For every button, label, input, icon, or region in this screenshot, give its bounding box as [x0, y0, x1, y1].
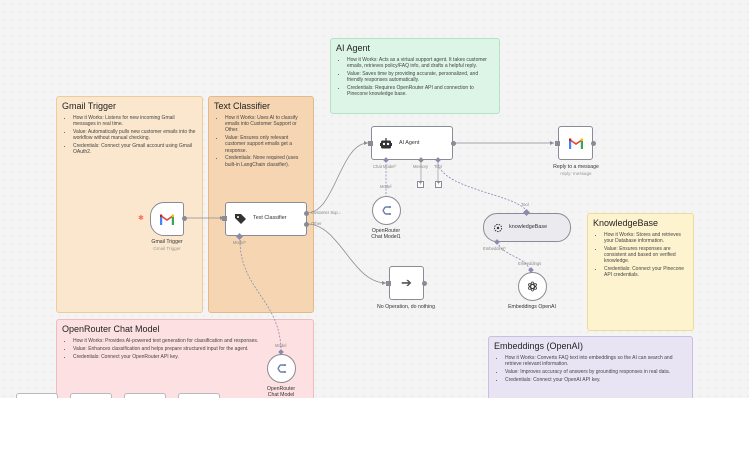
- node-label: Gmail Trigger: [151, 239, 183, 245]
- node-embeddings-openai[interactable]: [518, 272, 547, 301]
- note-item: Credentials: Connect your Pinecone API c…: [604, 266, 688, 278]
- tag-icon: [232, 211, 248, 227]
- node-label: OpenRouter Chat Model: [266, 386, 296, 398]
- openrouter-icon: [268, 355, 295, 382]
- port-label: Memory: [413, 164, 429, 169]
- connection-tool-to-kb: [437, 163, 528, 213]
- toolbar-tab[interactable]: [178, 393, 220, 398]
- port-label: Chat Model*: [373, 164, 397, 169]
- add-memory-button[interactable]: +: [417, 181, 424, 188]
- add-tool-button[interactable]: +: [435, 181, 442, 188]
- node-gmail-trigger[interactable]: [150, 202, 184, 236]
- toolbar-tab[interactable]: [70, 393, 112, 398]
- node-knowledgebase[interactable]: knowledgeBase: [483, 213, 571, 242]
- node-sublabel: reply: message: [560, 171, 592, 176]
- note-item: Credentials: Requires OpenRouter API and…: [347, 85, 494, 97]
- note-item: How it Works: Listens for new incoming G…: [73, 115, 197, 127]
- node-openrouter-chat-model-2[interactable]: [267, 354, 296, 383]
- port-label: Customer Sup...: [311, 210, 342, 215]
- note-title: Embeddings (OpenAI): [494, 341, 584, 351]
- note-item: How it Works: Converts FAQ text into emb…: [505, 355, 687, 367]
- note-item: Value: Ensures only relevant customer su…: [225, 135, 308, 154]
- note-item: How it Works: Stores and retrieves your …: [604, 232, 688, 244]
- input-port[interactable]: [222, 216, 227, 221]
- blank-area: [0, 398, 749, 450]
- port-label: Other: [311, 221, 322, 226]
- note-item: Value: Enhances classification and helps…: [73, 346, 308, 352]
- node-title: AI Agent: [399, 140, 420, 146]
- trigger-bolt-icon: ✱: [138, 215, 144, 222]
- arrow-right-icon: ➔: [401, 275, 412, 290]
- port-label: Tool: [434, 164, 442, 169]
- node-sublabel: Gmail Trigger: [153, 246, 181, 251]
- port-label: Model: [380, 184, 392, 189]
- output-port[interactable]: [591, 141, 596, 146]
- port-label: Embedding*: [483, 246, 506, 251]
- note-item: Value: Saves time by providing accurate,…: [347, 71, 494, 83]
- pinecone-icon: [491, 221, 504, 234]
- input-port[interactable]: [555, 141, 560, 146]
- output-port[interactable]: [422, 281, 427, 286]
- port-label: Tool: [521, 202, 529, 207]
- gmail-icon: [559, 127, 592, 159]
- connection-classifier-to-agent: [306, 142, 369, 214]
- node-reply-message[interactable]: [558, 126, 593, 160]
- toolbar-tab[interactable]: [124, 393, 166, 398]
- node-label: Embeddings OpenAI: [508, 304, 556, 310]
- note-title: Text Classifier: [214, 101, 271, 111]
- output-port[interactable]: [304, 211, 309, 216]
- input-port[interactable]: [386, 281, 391, 286]
- note-item: How it Works: Acts as a virtual support …: [347, 57, 494, 69]
- node-label: OpenRouter Chat Model1: [371, 228, 401, 240]
- node-title: Text Classifier: [253, 215, 287, 221]
- note-title: OpenRouter Chat Model: [62, 324, 160, 334]
- robot-icon: [379, 136, 393, 150]
- node-title: knowledgeBase: [509, 224, 548, 230]
- workflow-canvas[interactable]: AI Agent How it Works: Acts as a virtual…: [0, 0, 749, 398]
- node-label: No Operation, do nothing: [377, 304, 435, 310]
- note-item: How it Works: Provides AI-powered text g…: [73, 338, 308, 344]
- gmail-icon: [151, 203, 183, 235]
- toolbar-tab[interactable]: [16, 393, 58, 398]
- input-port[interactable]: [368, 141, 373, 146]
- note-title: AI Agent: [336, 43, 371, 53]
- openrouter-icon: [373, 197, 400, 224]
- arrow-head: [550, 141, 554, 145]
- note-item: Value: Improves accuracy of answers by g…: [505, 369, 687, 375]
- note-item: Credentials: None required (uses built-i…: [225, 155, 308, 167]
- node-ai-agent[interactable]: AI Agent: [371, 126, 453, 160]
- openai-icon: [519, 273, 546, 300]
- note-item: How it Works: Uses AI to classify emails…: [225, 115, 308, 134]
- note-item: Credentials: Connect your Gmail account …: [73, 143, 197, 155]
- output-port[interactable]: [451, 141, 456, 146]
- node-label: Reply to a message: [553, 164, 599, 170]
- sticky-note-knowledgebase[interactable]: KnowledgeBase How it Works: Stores and r…: [587, 213, 694, 331]
- sticky-note-ai-agent[interactable]: AI Agent How it Works: Acts as a virtual…: [330, 38, 500, 114]
- note-item: Value: Ensures responses are consistent …: [604, 246, 688, 265]
- node-no-operation[interactable]: ➔: [389, 266, 424, 300]
- output-port[interactable]: [182, 216, 187, 221]
- note-item: Credentials: Connect your OpenRouter API…: [73, 354, 308, 360]
- port-label: Model: [275, 343, 287, 348]
- note-title: Gmail Trigger: [62, 101, 117, 111]
- node-text-classifier[interactable]: Text Classifier: [225, 202, 307, 236]
- note-title: KnowledgeBase: [593, 218, 659, 228]
- note-item: Value: Automatically pulls new customer …: [73, 129, 197, 141]
- node-openrouter-chat-model-1[interactable]: [372, 196, 401, 225]
- output-port[interactable]: [304, 222, 309, 227]
- port-label: Embeddings: [518, 261, 542, 266]
- sticky-note-embeddings[interactable]: Embeddings (OpenAI) How it Works: Conver…: [488, 336, 693, 398]
- note-item: Credentials: Connect your OpenAI API key…: [505, 377, 687, 383]
- port-label: Model*: [233, 240, 247, 245]
